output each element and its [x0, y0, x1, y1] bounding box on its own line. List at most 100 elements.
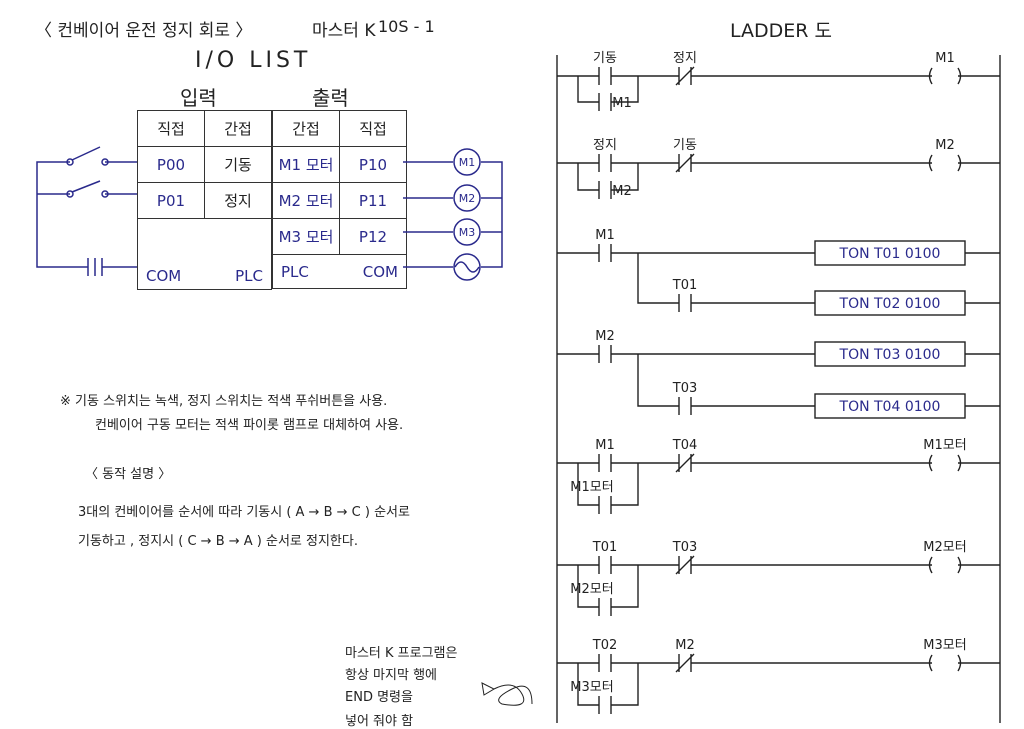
branch-wire	[637, 354, 1000, 407]
rung-wire	[557, 154, 1000, 172]
no-contact	[598, 654, 612, 672]
operation-line: 기동하고 , 정지시 ( C → B → A ) 순서로 정지한다.	[78, 534, 358, 549]
no-contact	[598, 345, 612, 363]
motor-m3-label: M3	[459, 226, 476, 239]
timer-box	[814, 393, 966, 419]
input-wiring	[36, 146, 503, 281]
nc-contact	[675, 453, 695, 473]
timer-label: TON T04 0100	[839, 399, 941, 415]
rung-wire	[557, 454, 1000, 472]
cell: P11	[339, 182, 407, 219]
plc-label: PLC	[235, 267, 263, 285]
contact-label: M2	[675, 638, 695, 653]
contact-label: T02	[592, 638, 617, 653]
timer-box	[814, 290, 966, 316]
no-contact	[678, 397, 692, 415]
cell: M3 모터	[272, 218, 340, 255]
contact-label: T03	[672, 540, 697, 555]
cell: P00	[137, 146, 205, 183]
header-cell: 간접	[204, 110, 272, 147]
note-line: ※ 기동 스위치는 녹색, 정지 스위치는 적색 푸쉬버튼을 사용.	[60, 394, 388, 409]
timer-label: TON T03 0100	[839, 347, 941, 363]
no-contact	[598, 496, 612, 514]
branch-wire	[577, 76, 639, 103]
timer-box	[814, 341, 966, 367]
branch-label: M3모터	[570, 680, 613, 695]
contact-label: 기동	[673, 138, 697, 153]
cell: 정지	[204, 182, 272, 219]
input-title: 입력	[180, 86, 217, 110]
no-contact	[678, 294, 692, 312]
memo-line: 항상 마지막 행에	[345, 668, 437, 683]
no-contact	[598, 93, 612, 111]
branch-label: M1	[612, 96, 632, 111]
coil-label: M3모터	[923, 638, 966, 653]
contact-label: M2	[595, 329, 615, 344]
rung-wire	[557, 67, 1000, 85]
com-label: COM	[146, 267, 182, 285]
no-contact	[598, 454, 612, 472]
operation-line: 3대의 컨베이어를 순서에 따라 기동시 ( A → B → C ) 순서로	[78, 505, 410, 520]
nc-contact	[675, 653, 695, 673]
branch-wire	[577, 163, 639, 191]
contact-label: T01	[592, 540, 617, 555]
contact-label: T03	[672, 381, 697, 396]
branch-wire	[577, 663, 639, 706]
no-contact	[598, 181, 612, 199]
cell: P01	[137, 182, 205, 219]
nc-contact	[675, 66, 695, 86]
cell: P10	[339, 146, 407, 183]
document-title: 〈 컨베이어 운전 정지 회로 〉	[35, 21, 253, 41]
coil-label: M1	[935, 51, 955, 66]
no-contact	[598, 67, 612, 85]
coil-label: M1모터	[923, 438, 966, 453]
no-contact	[598, 154, 612, 172]
com-label: COM	[362, 262, 398, 281]
contact-label: 정지	[673, 51, 697, 66]
note-line: 컨베이어 구동 모터는 적색 파이롯 램프로 대체하여 사용.	[95, 418, 404, 433]
contact-label: T01	[672, 278, 697, 293]
motor-m2-label: M2	[459, 192, 476, 205]
no-contact	[598, 556, 612, 574]
plc-model: 10S - 1	[378, 17, 435, 36]
contact-label: M1	[595, 438, 615, 453]
operation-title: 〈 동작 설명 〉	[85, 467, 172, 482]
timer-label: TON T02 0100	[839, 296, 941, 312]
no-contact	[598, 598, 612, 616]
branch-wire	[577, 463, 639, 506]
motor-m1-label: M1	[459, 156, 476, 169]
coil-label: M2	[935, 138, 955, 153]
no-contact	[598, 696, 612, 714]
timer-box	[814, 240, 966, 266]
nc-contact	[675, 153, 695, 173]
ladder-title: LADDER 도	[730, 20, 833, 42]
contact-label: 기동	[593, 51, 617, 66]
output-title: 출력	[312, 86, 349, 110]
memo-line: 마스터 K 프로그램은	[345, 646, 458, 661]
no-contact	[598, 244, 612, 262]
plc-label: PLC	[281, 262, 309, 281]
branch-label: M2	[612, 184, 632, 199]
contact-label: 정지	[593, 138, 617, 153]
arrow-icon	[481, 682, 533, 706]
memo-line: END 명령을	[345, 690, 413, 705]
contact-label: M1	[595, 228, 615, 243]
branch-wire	[637, 253, 1000, 304]
coil-label: M2모터	[923, 540, 966, 555]
cell: P12	[339, 218, 407, 255]
plc-name: 마스터 K	[312, 21, 376, 41]
timer-label: TON T01 0100	[839, 246, 941, 262]
rung-wire	[557, 556, 1000, 574]
header-cell: 직접	[339, 110, 407, 147]
nc-contact	[675, 555, 695, 575]
memo-line: 넣어 줘야 함	[345, 714, 414, 729]
contact-label: T04	[672, 438, 697, 453]
rung-wire	[557, 654, 1000, 672]
cell: 기동	[204, 146, 272, 183]
io-list-title: I/O LIST	[195, 48, 312, 73]
branch-label: M2모터	[570, 582, 613, 597]
